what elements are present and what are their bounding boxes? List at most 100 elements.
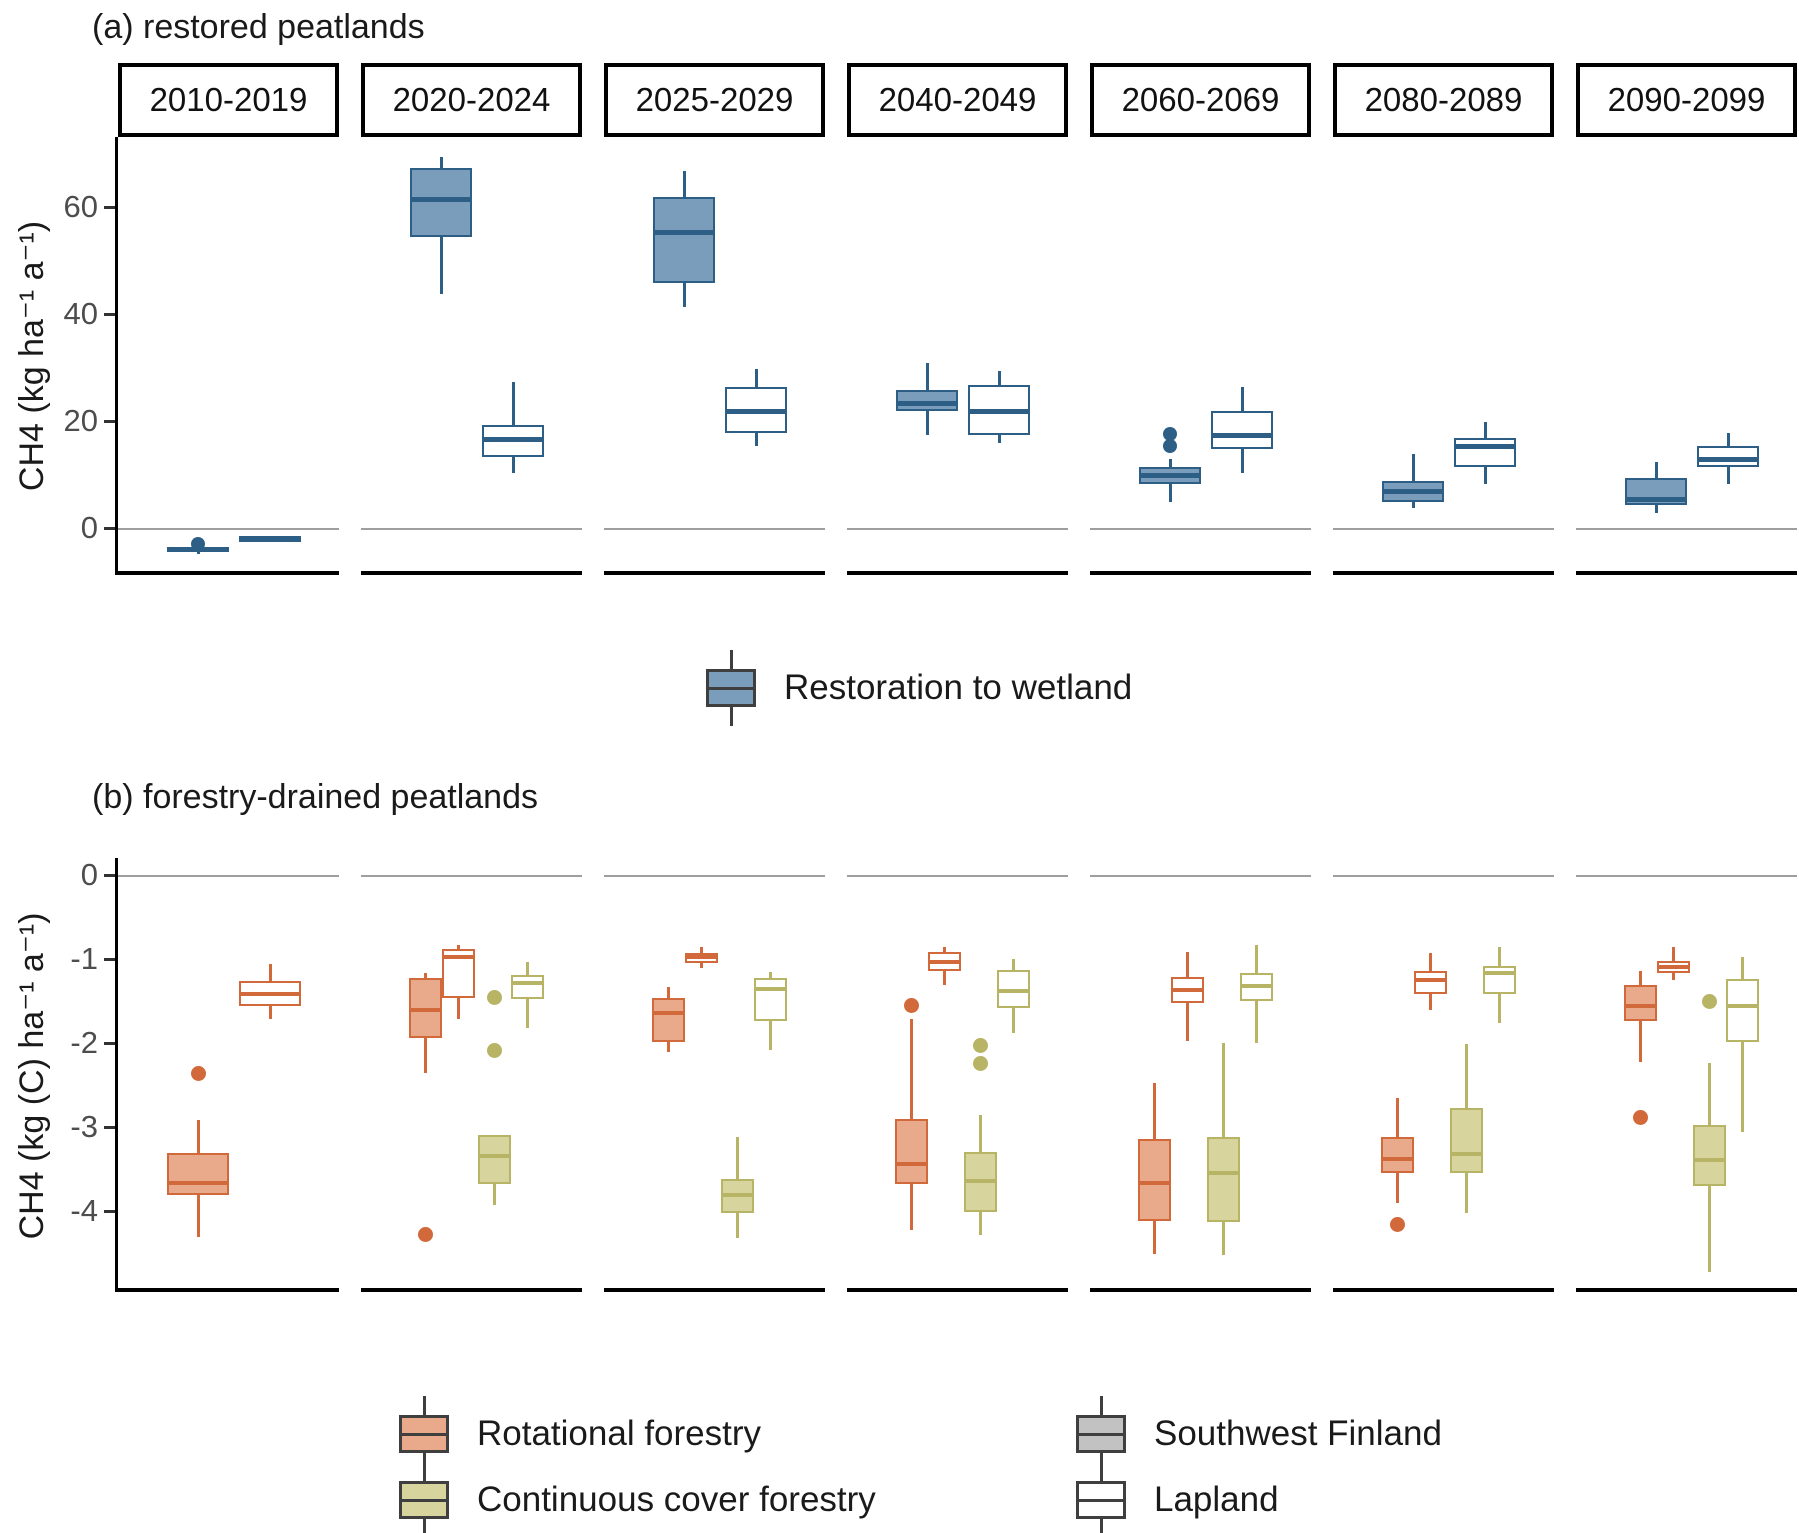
key-median-line (402, 1432, 446, 1436)
median-rotational-lap (239, 991, 301, 996)
zero-line (361, 528, 582, 530)
zero-line (1333, 875, 1554, 877)
whisker-lower-restoration-lap (755, 432, 758, 447)
whisker-upper-continuous-lap (1255, 944, 1258, 973)
zero-line (118, 875, 339, 877)
legend-label-lapland: Lapland (1154, 1480, 1279, 1519)
whisker-lower-rotational-sw (1396, 1172, 1399, 1203)
whisker-lower-continuous-lap (769, 1021, 772, 1050)
box-rotational-sw (167, 1153, 229, 1196)
zero-line (847, 528, 1068, 530)
whisker-upper-rotational-sw (1153, 1083, 1156, 1139)
whisker-upper-rotational-sw (1639, 970, 1642, 986)
box-restoration-lap (1211, 411, 1273, 449)
whisker-lower-continuous-sw (1465, 1173, 1468, 1213)
zero-line (847, 875, 1068, 877)
median-rotational-sw (894, 1162, 928, 1167)
y-axis-tick (104, 1042, 115, 1045)
median-restoration-sw (1625, 497, 1687, 503)
legend-key-southwest-finland (1076, 1415, 1126, 1453)
y-tick-label: 60 (63, 189, 98, 224)
outlier-continuous-sw (486, 990, 502, 1006)
median-continuous-sw (1206, 1171, 1240, 1176)
boxplot-key-icon (706, 650, 756, 726)
median-rotational-lap (1170, 988, 1204, 993)
legend-southwest-finland: Southwest Finland (1076, 1396, 1442, 1472)
box-restoration-lap (1454, 438, 1516, 468)
median-rotational-sw (1623, 1004, 1657, 1009)
median-rotational-lap (441, 955, 475, 960)
whisker-upper-continuous-lap (526, 961, 529, 976)
whisker-upper-restoration-lap (998, 371, 1001, 385)
facet-strip: 2090-2099 (1576, 63, 1797, 137)
y-axis-line (115, 137, 118, 575)
whisker-lower-continuous-lap (1741, 1042, 1744, 1133)
legend-label-continuous-cover-forestry: Continuous cover forestry (477, 1480, 876, 1519)
whisker-lower-continuous-sw (1708, 1185, 1711, 1273)
y-tick-label: 40 (63, 296, 98, 331)
zero-line (604, 875, 825, 877)
whisker-upper-rotational-lap (1672, 946, 1675, 961)
median-continuous-sw (963, 1178, 997, 1183)
zero-line (1090, 875, 1311, 877)
zero-line (1333, 528, 1554, 530)
box-rotational-sw (1380, 1137, 1414, 1173)
y-tick-label: -1 (70, 941, 98, 976)
whisker-lower-continuous-sw (493, 1184, 496, 1206)
x-axis-line (847, 571, 1068, 575)
median-continuous-lap (1239, 984, 1273, 989)
box-continuous-lap (510, 975, 544, 1000)
x-axis-line (604, 1288, 825, 1292)
facet-strip: 2060-2069 (1090, 63, 1311, 137)
facet-strip: 2010-2019 (118, 63, 339, 137)
legend-key-restoration (706, 669, 756, 707)
whisker-upper-continuous-lap (1012, 959, 1015, 971)
whisker-lower-continuous-lap (1498, 994, 1501, 1023)
y-axis-tick (104, 874, 115, 877)
whisker-lower-rotational-lap (1672, 973, 1675, 981)
median-rotational-lap (1413, 978, 1447, 983)
legend-continuous-cover-forestry: Continuous cover forestry (399, 1462, 876, 1533)
whisker-lower-rotational-lap (269, 1006, 272, 1019)
median-restoration-sw (410, 197, 472, 203)
boxplot-key-icon (399, 1462, 449, 1533)
median-rotational-sw (167, 1180, 229, 1185)
legend-key-rotational-forestry (399, 1415, 449, 1453)
box-rotational-sw (1623, 985, 1657, 1022)
x-axis-line (604, 571, 825, 575)
whisker-upper-restoration-sw (440, 157, 443, 168)
median-continuous-lap (996, 989, 1030, 994)
zero-line (1576, 875, 1797, 877)
facet-strip: 2040-2049 (847, 63, 1068, 137)
whisker-upper-continuous-sw (1708, 1063, 1711, 1125)
median-continuous-sw (720, 1193, 754, 1198)
y-axis-tick (104, 206, 115, 209)
legend-label-rotational-forestry: Rotational forestry (477, 1414, 762, 1453)
y-tick-label: 0 (80, 857, 98, 892)
box-rotational-sw (651, 997, 685, 1043)
whisker-lower-restoration-lap (1727, 467, 1730, 484)
whisker-upper-rotational-sw (197, 1119, 200, 1154)
whisker-lower-restoration-sw (1169, 483, 1172, 503)
facet-strip: 2020-2024 (361, 63, 582, 137)
whisker-lower-continuous-sw (1222, 1222, 1225, 1255)
facet-strip: 2025-2029 (604, 63, 825, 137)
y-tick-label: -3 (70, 1109, 98, 1144)
whisker-upper-continuous-sw (1222, 1043, 1225, 1138)
y-tick-label: 20 (63, 403, 98, 438)
median-continuous-lap (510, 980, 544, 985)
outlier-rotational-sw (417, 1227, 433, 1243)
panel-a-title: (a) restored peatlands (92, 8, 425, 46)
box-continuous-sw (1206, 1137, 1240, 1223)
y-axis-tick (104, 1126, 115, 1129)
y-tick-label: 0 (80, 510, 98, 545)
whisker-upper-rotational-sw (667, 986, 670, 998)
box-continuous-sw (1692, 1124, 1726, 1186)
whisker-upper-continuous-lap (769, 971, 772, 979)
whisker-lower-restoration-lap (1484, 467, 1487, 484)
boxplot-key-icon (399, 1396, 449, 1472)
panel-a-y-axis-label: CH4 (kg ha⁻¹ a⁻¹) (13, 220, 51, 492)
box-restoration-sw (896, 389, 958, 412)
panel-b-title: (b) forestry-drained peatlands (92, 778, 539, 816)
